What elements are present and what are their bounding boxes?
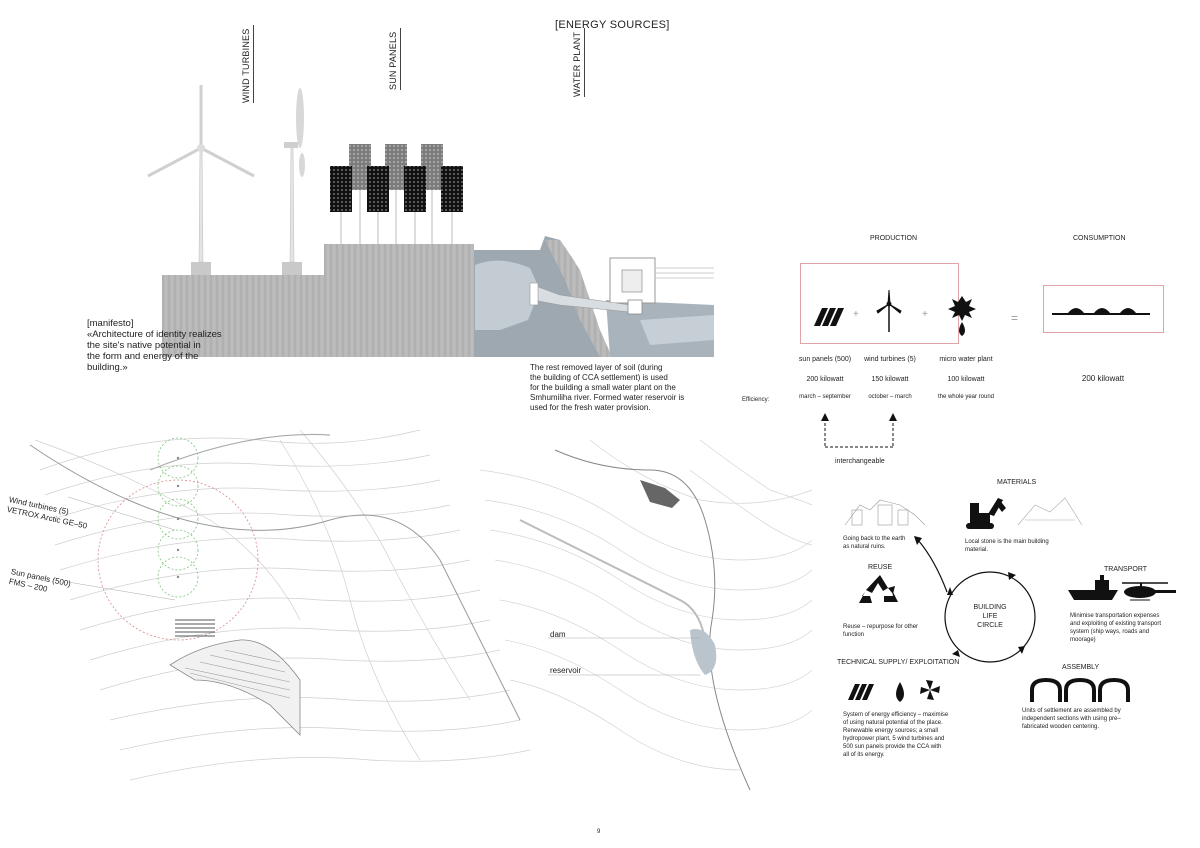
source-power-sun: 200 kilowatt xyxy=(806,376,844,383)
interchangeable-label: interchangeable xyxy=(835,458,885,465)
ruins-text: Going back to the earth as natural ruins… xyxy=(843,535,905,551)
materials-line: material. xyxy=(965,547,989,553)
assembly-title: ASSEMBLY xyxy=(1062,664,1100,671)
production-label: PRODUCTION xyxy=(870,235,918,242)
center-line: LIFE xyxy=(982,613,998,620)
water-plant-section xyxy=(474,236,714,357)
technical-line: Renewable energy sources; a small xyxy=(843,728,939,734)
ship-icon xyxy=(1068,575,1118,600)
source-period-sun: march – september xyxy=(799,394,851,400)
technical-text: System of energy efficiency – maximise o… xyxy=(843,711,948,759)
materials-text: Local stone is the main building materia… xyxy=(965,538,1049,554)
note-line: The rest removed layer of soil (during xyxy=(530,363,663,372)
center-line: CIRCLE xyxy=(977,622,1003,629)
efficiency-label: Efficiency: xyxy=(742,397,770,403)
transport-line: Minimise transportation expenses xyxy=(1070,613,1160,619)
source-name-sun: sun panels (500) xyxy=(798,356,852,363)
assembly-text: Units of settlement are assembled by ind… xyxy=(1022,707,1121,731)
mountain-sketch xyxy=(1017,497,1083,526)
page-number: 9 xyxy=(597,829,601,835)
note-line: the building of CCA settlement) is used xyxy=(530,373,668,382)
ruins-line: as natural ruins. xyxy=(843,544,886,550)
reuse-title: REUSE xyxy=(868,564,893,571)
consumption-label: CONSUMPTION xyxy=(1073,235,1126,242)
reservoir-label: reservoir xyxy=(550,666,582,675)
wind-turbine-icon xyxy=(876,289,902,332)
materials-line: Local stone is the main building xyxy=(965,539,1049,545)
transport-title: TRANSPORT xyxy=(1104,566,1148,573)
reuse-text: Reuse – repurpose for other function xyxy=(843,623,918,639)
source-period-water: the whole year round xyxy=(937,394,995,400)
technical-line: of using natural potential of the place. xyxy=(843,720,943,726)
life-cycle-center: BUILDING LIFE CIRCLE xyxy=(960,603,1020,630)
manifesto-line: «Architecture of identity realizes xyxy=(87,329,222,340)
manifesto-line: building.» xyxy=(87,362,128,373)
tech-sun-panel-icon xyxy=(848,684,874,700)
fan-icon xyxy=(920,680,940,700)
helicopter-icon xyxy=(1122,582,1176,601)
manifesto-line: the site's native potential in xyxy=(87,340,201,351)
dam-label: dam xyxy=(550,630,566,639)
manifesto-heading: [manifesto] xyxy=(87,318,134,329)
technical-line: all of its energy. xyxy=(843,752,885,758)
source-power-water: 100 kilowatt xyxy=(947,376,985,383)
transport-text: Minimise transportation expenses and exp… xyxy=(1070,612,1161,644)
manifesto: [manifesto] «Architecture of identity re… xyxy=(87,318,222,373)
wind-turbine-2 xyxy=(282,88,305,275)
assembly-line: fabricated wooden centering. xyxy=(1022,724,1100,730)
equals-sign: = xyxy=(1011,311,1019,325)
technical-line: 500 sun panels provide the CCA with xyxy=(843,744,942,750)
ruins-line: Going back to the earth xyxy=(843,536,906,542)
page-title: [ENERGY SOURCES] xyxy=(555,19,670,31)
plus-2: + xyxy=(922,309,928,320)
water-drop-icon xyxy=(896,682,904,702)
source-name-water: micro water plant xyxy=(939,356,993,363)
solar-array xyxy=(330,144,463,244)
note-line: for the building a small water plant on … xyxy=(530,383,676,392)
recycle-icon xyxy=(859,575,898,603)
technical-line: hydropower plant, 5 wind turbines and xyxy=(843,736,945,742)
transport-line: system (ship ways, roads and xyxy=(1070,629,1150,635)
sun-panel-icon xyxy=(814,308,844,326)
assembly-line: Units of settlement are assembled by xyxy=(1022,708,1121,714)
reuse-line: Reuse – repurpose for other xyxy=(843,624,919,630)
excavator-icon xyxy=(966,498,1006,529)
interchangeable-arrows xyxy=(824,418,894,448)
source-name-wind: wind turbines (5) xyxy=(864,356,916,363)
manifesto-line: the form and energy of the xyxy=(87,351,199,362)
note-line: used for the fresh water provision. xyxy=(530,403,651,412)
consumption-box xyxy=(1043,285,1164,333)
transport-line: moorage) xyxy=(1070,637,1096,643)
consumption-value: 200 kilowatt xyxy=(1081,374,1125,383)
arch-icon xyxy=(1030,678,1130,702)
water-plant-note: The rest removed layer of soil (during t… xyxy=(530,363,715,413)
assembly-line: independent sections with using pre– xyxy=(1022,716,1121,722)
technical-title: TECHNICAL SUPPLY/ EXPLOITATION xyxy=(837,659,960,666)
reuse-line: function xyxy=(843,632,865,638)
technical-line: System of energy efficiency – maximise xyxy=(843,712,949,718)
plus-1: + xyxy=(853,309,859,320)
materials-title: MATERIALS xyxy=(997,479,1037,486)
center-line: BUILDING xyxy=(973,604,1007,611)
water-plant-icon xyxy=(948,296,976,336)
source-power-wind: 150 kilowatt xyxy=(871,376,909,383)
transport-line: and exploiting of existing transport xyxy=(1070,621,1162,627)
wind-turbine-1 xyxy=(147,85,255,275)
ruins-sketch xyxy=(844,499,926,526)
note-line: Smhumiliha river. Formed water reservoir… xyxy=(530,393,685,402)
settlement-icon xyxy=(1052,308,1150,315)
source-period-wind: october – march xyxy=(868,394,912,400)
